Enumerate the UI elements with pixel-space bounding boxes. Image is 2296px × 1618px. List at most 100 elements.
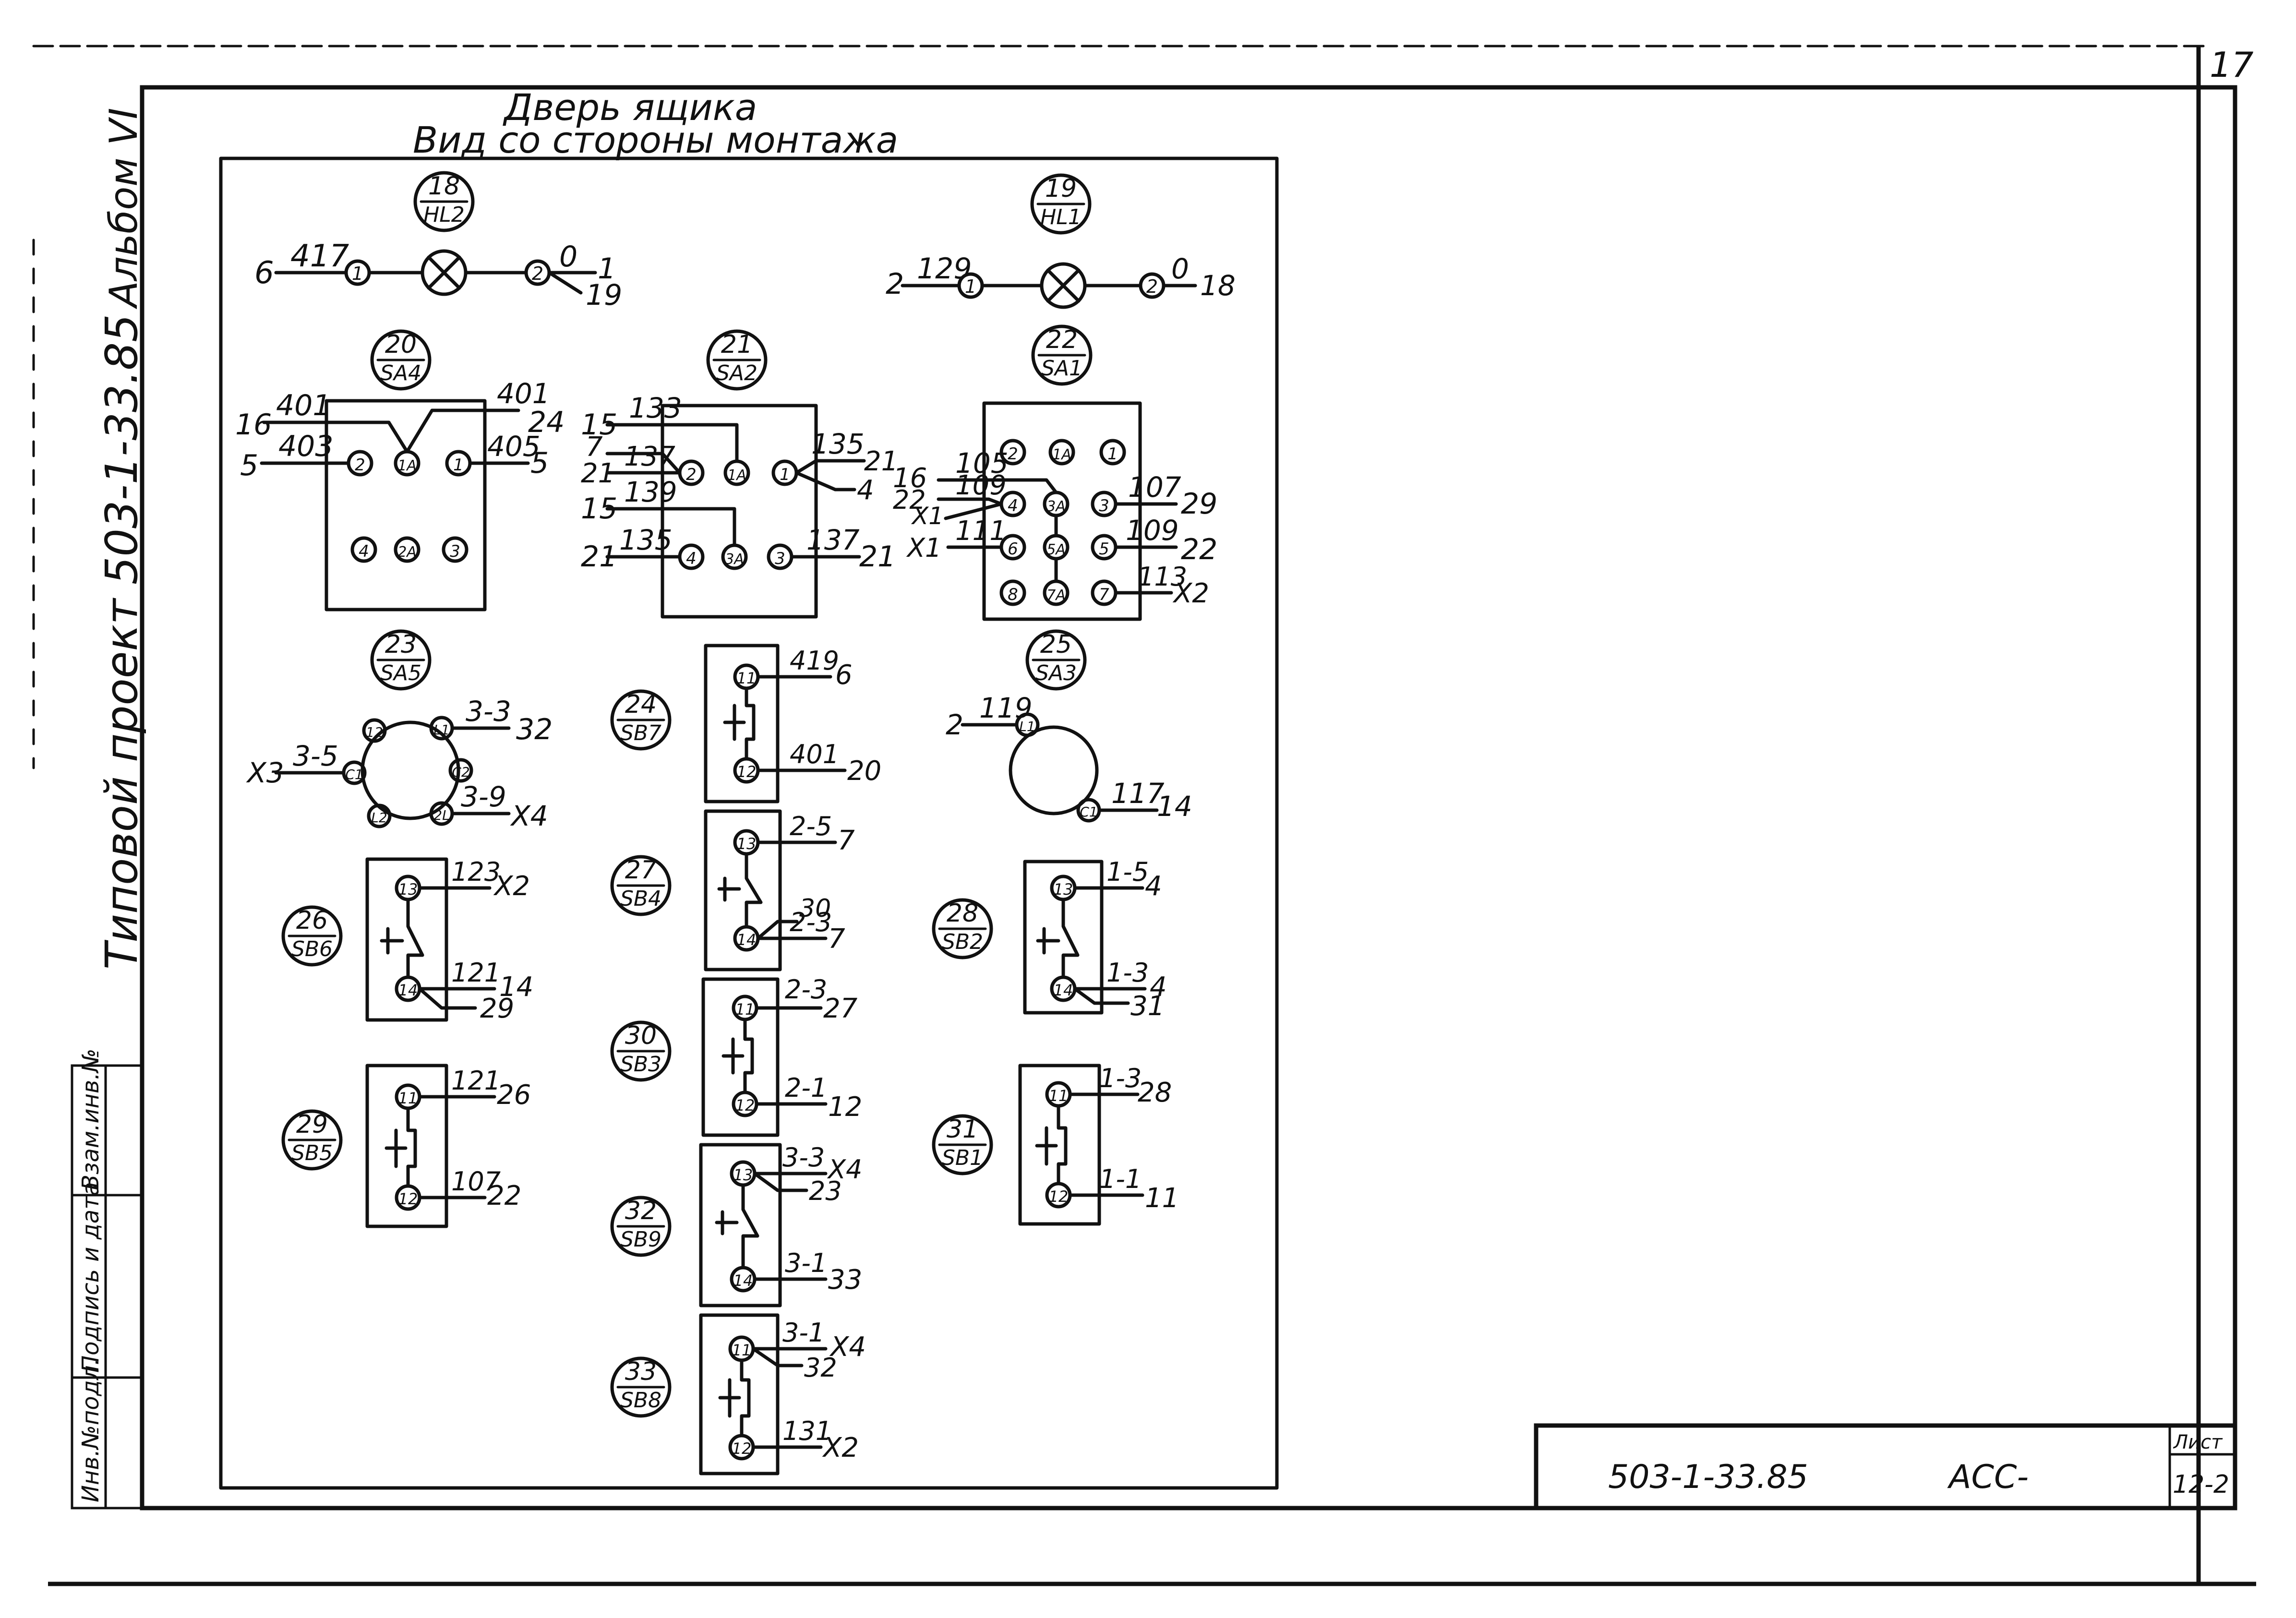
sb4-number: 27 xyxy=(625,856,657,885)
sb9-number: 32 xyxy=(625,1197,657,1225)
sa5-end-1: 32 xyxy=(516,713,553,746)
sa1-end-3: X1 xyxy=(906,533,941,563)
sa4-wire-3: 401 xyxy=(497,377,550,410)
sa5-term: C1 xyxy=(345,767,363,782)
switch-sa4: 20 SA4 2 1A 1 4 2A 3 401 16 403 5 401 24… xyxy=(235,329,565,611)
sa4-end-1: 16 xyxy=(235,408,272,442)
title-block-list-label: Лист xyxy=(2173,1431,2223,1453)
sb3-wire-1: 2-3 xyxy=(785,974,827,1005)
sb7-term-2: 12 xyxy=(737,763,757,781)
sa4-end-2: 5 xyxy=(240,449,258,482)
sb7-number: 24 xyxy=(625,690,657,719)
sa5-wire-1: 3-3 xyxy=(466,695,511,728)
sa5-code: SA5 xyxy=(380,661,421,685)
sa1-term: 7 xyxy=(1099,585,1109,604)
sb8-term-1: 11 xyxy=(732,1341,752,1359)
sb2-end-2: 4 xyxy=(1150,971,1167,1003)
lamp-hl1: 19 HL1 2 129 1 2 0 18 xyxy=(886,173,1236,309)
sa4-term: 3 xyxy=(450,542,460,561)
sa1-terminals: 2 1A 1 4 3A 3 6 5A 5 8 7A 7 xyxy=(999,439,1126,606)
sa4-code: SA4 xyxy=(380,361,421,385)
title-block-doc: АСС- xyxy=(1947,1458,2029,1496)
sb9-wire-2: 3-1 xyxy=(785,1248,827,1278)
sa4-term: 1 xyxy=(453,455,464,475)
sa3-end-1: 2 xyxy=(946,708,963,741)
sb6-end-1: X2 xyxy=(493,871,530,902)
sb4-end-2b: 30 xyxy=(799,894,831,923)
sb7-wire-2: 401 xyxy=(790,739,839,769)
sa1-wire-1: 105 xyxy=(955,447,1009,479)
sb2-wire-1: 1-5 xyxy=(1106,857,1149,887)
sb5-wire-1: 121 xyxy=(451,1066,501,1096)
hl2-code: HL2 xyxy=(423,203,465,227)
sa5-term: L1 xyxy=(433,722,449,738)
sa4-term: 2 xyxy=(355,455,365,475)
sa3-term-bottom: C1 xyxy=(1080,804,1097,820)
hl2-right-end-2: 19 xyxy=(586,278,622,312)
sa3-code: SA3 xyxy=(1035,661,1077,685)
lamp-hl2: 18 HL2 6 417 1 2 0 1 19 xyxy=(254,171,622,312)
sb5-number: 29 xyxy=(296,1110,328,1139)
sa5-term: 2L xyxy=(433,807,449,823)
sa4-end-3: 24 xyxy=(528,406,565,439)
stamp-sign-label: Подпись и дата xyxy=(77,1182,104,1373)
title-block-code: 503-1-33.85 xyxy=(1608,1458,1808,1496)
sa4-number: 20 xyxy=(385,330,417,359)
sb7-term-1: 11 xyxy=(737,669,757,687)
button-sb2: 28 SB2 13 14 1-5 4 1-3 4 31 xyxy=(932,857,1167,1022)
sa1-term: 6 xyxy=(1008,539,1018,559)
sb5-code: SB5 xyxy=(291,1141,333,1165)
sb8-term-2: 12 xyxy=(732,1439,752,1458)
sb7-end-1: 6 xyxy=(835,659,853,691)
sb2-end-2b: 31 xyxy=(1130,991,1165,1022)
sa1-end-6: X2 xyxy=(1172,578,1209,609)
button-sb4: 27 SB4 13 14 2-5 7 2-3 7 30 xyxy=(610,809,855,971)
sb1-end-1: 28 xyxy=(1138,1077,1172,1108)
sa4-wire-4: 405 xyxy=(487,430,541,463)
sa1-term: 3A xyxy=(1046,498,1066,515)
sb1-number: 31 xyxy=(947,1115,978,1144)
sb1-wire-2: 1-1 xyxy=(1099,1164,1142,1194)
sb7-code: SB7 xyxy=(620,721,661,745)
sa2-end-3: 15 xyxy=(581,492,617,526)
sa1-term: 1 xyxy=(1107,444,1118,464)
sa1-code: SA1 xyxy=(1041,356,1082,381)
title-block xyxy=(1534,1423,2237,1510)
button-sb7: 24 SB7 11 12 419 6 401 20 xyxy=(610,644,881,803)
sb5-end-2: 22 xyxy=(487,1180,521,1211)
button-sb1: 31 SB1 11 12 1-3 28 1-1 11 xyxy=(932,1063,1179,1226)
sb9-term-2: 14 xyxy=(733,1271,753,1290)
sa2-wire-3: 139 xyxy=(624,476,677,508)
hl2-left-end: 6 xyxy=(254,255,274,291)
sa4-term: 2A xyxy=(397,544,417,561)
stamp-inv-label: Инв.№подл. xyxy=(77,1358,104,1502)
hl2-term-1: 1 xyxy=(352,263,363,284)
sb2-wire-2: 1-3 xyxy=(1106,958,1149,988)
sb6-term-2: 14 xyxy=(398,981,418,999)
sb4-wire-1: 2-5 xyxy=(790,811,832,841)
switch-sa1: 22 SA1 2 1A 1 4 3A 3 6 5A 5 8 7A 7 105 1… xyxy=(893,324,1217,621)
sb8-wire-1: 3-1 xyxy=(782,1318,825,1348)
sa2-terminals: 2 1A 1 4 3A 3 xyxy=(678,459,798,570)
sa2-end-6: 21 xyxy=(859,540,896,574)
sb6-code: SB6 xyxy=(291,937,333,961)
project-label: Типовой проект 503-1-33.85 xyxy=(96,314,147,970)
sa1-term: 3 xyxy=(1099,496,1109,515)
sa1-end-2: 22 xyxy=(893,485,926,515)
sa5-number: 23 xyxy=(385,630,417,659)
button-sb5: 29 SB5 11 12 121 26 107 22 xyxy=(281,1064,531,1228)
hl2-number: 18 xyxy=(428,172,460,201)
sb1-term-2: 12 xyxy=(1049,1187,1069,1206)
sb6-end-2b: 29 xyxy=(480,993,514,1024)
sa2-end-5: 21 xyxy=(864,446,898,477)
sb6-wire-1: 123 xyxy=(451,857,501,887)
sheet-number: 17 xyxy=(2210,45,2254,85)
sb9-end-2: 33 xyxy=(828,1264,862,1295)
sb3-end-1: 27 xyxy=(823,993,858,1024)
title-line-2: Вид со стороны монтажа xyxy=(413,119,898,161)
sa2-wire-4: 135 xyxy=(619,524,673,556)
sb4-term-1: 13 xyxy=(737,835,757,853)
button-sb8: 33 SB8 11 12 3-1 X4 32 131 X2 xyxy=(610,1313,866,1475)
sa2-term: 1 xyxy=(780,465,790,484)
